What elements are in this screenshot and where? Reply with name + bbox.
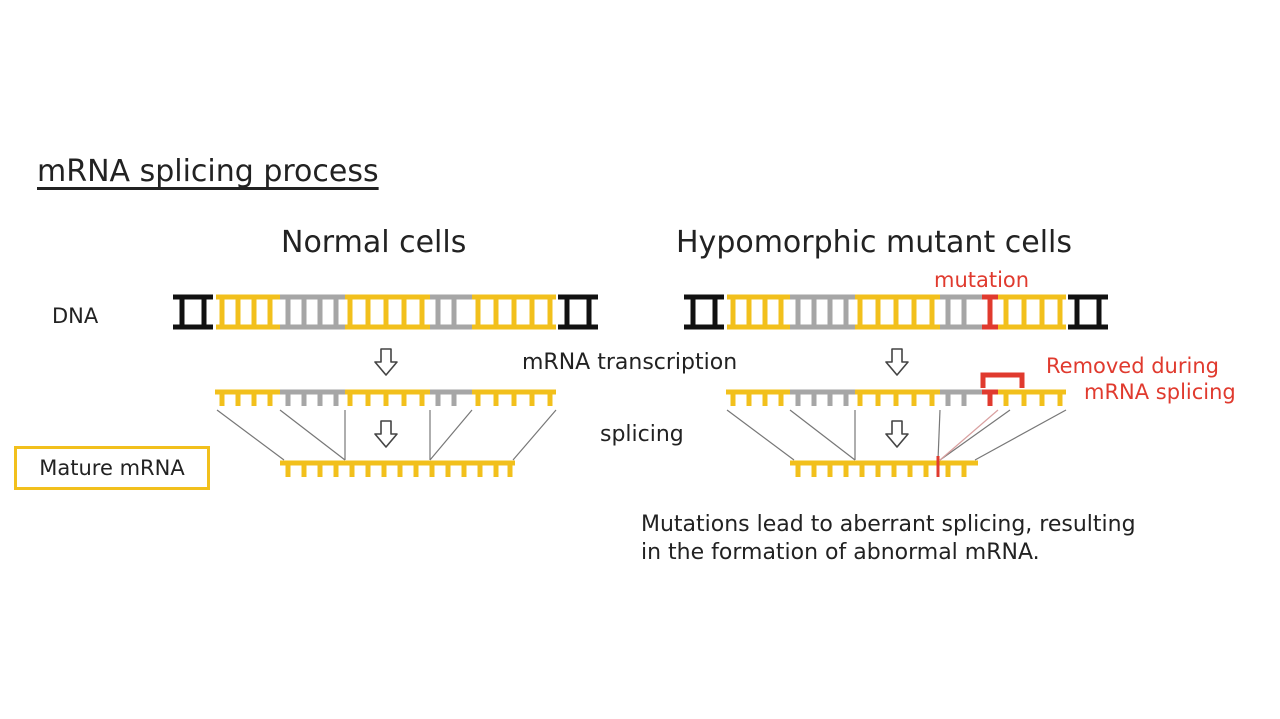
normal-cells-heading: Normal cells — [281, 225, 467, 260]
normal-splice-connectors — [216, 409, 557, 461]
removed-bracket — [980, 372, 1025, 388]
transcription-label: mRNA transcription — [522, 350, 738, 375]
transcription-arrow-normal — [374, 348, 398, 376]
splicing-arrow-normal — [374, 420, 398, 448]
removed-label-line2: mRNA splicing — [1084, 380, 1236, 404]
mutation-label: mutation — [934, 268, 1030, 292]
mature-mrna-legend: Mature mRNA — [14, 446, 210, 490]
splicing-arrow-mutant — [885, 420, 909, 448]
normal-mature-mrna — [280, 460, 515, 477]
normal-dna-strand — [173, 294, 598, 330]
splicing-label: splicing — [600, 422, 684, 447]
mutant-splice-connectors — [726, 409, 1067, 461]
diagram-title: mRNA splicing process — [37, 154, 379, 189]
mutant-dna-strand — [684, 294, 1108, 330]
mutation-marker-dna — [982, 294, 998, 330]
removed-label-line1: Removed during — [1046, 354, 1219, 378]
dna-label: DNA — [52, 304, 99, 328]
mutant-connector-red — [939, 409, 999, 461]
mutant-cells-heading: Hypomorphic mutant cells — [676, 225, 1072, 260]
mutant-pre-mrna — [726, 389, 1066, 406]
note-line1: Mutations lead to aberrant splicing, res… — [641, 512, 1136, 537]
transcription-arrow-mutant — [885, 348, 909, 376]
note-line2: in the formation of abnormal mRNA. — [641, 540, 1040, 565]
mutant-mature-mrna — [790, 456, 978, 477]
normal-pre-mrna — [215, 389, 556, 406]
